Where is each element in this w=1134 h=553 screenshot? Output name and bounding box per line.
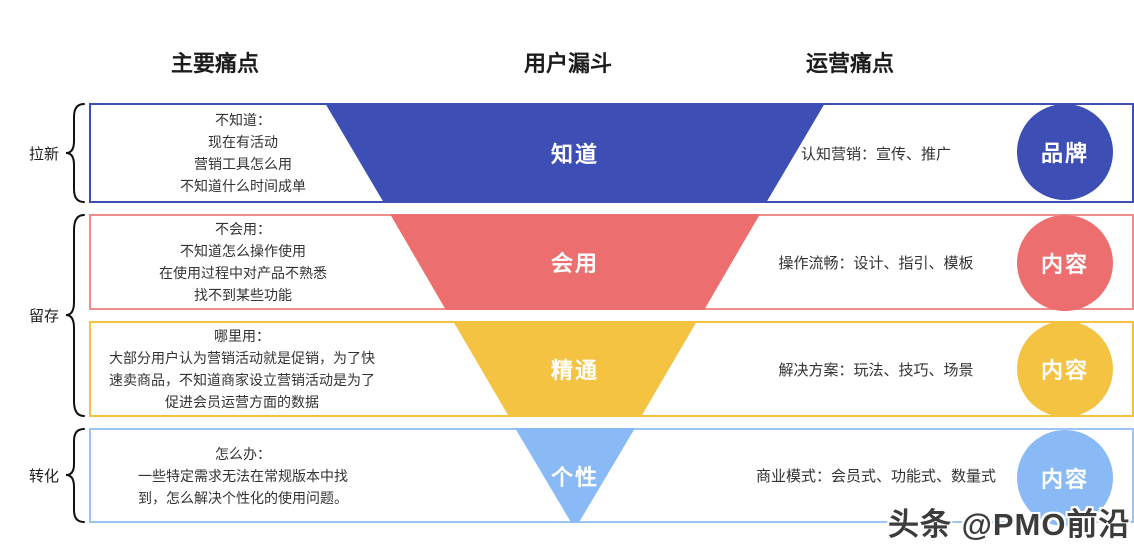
column-header-main-painpoints: 主要痛点 <box>170 51 260 76</box>
watermark: 头条 @PMO前沿 <box>888 507 1131 542</box>
pain-line: 现在有活动 <box>208 134 278 150</box>
pain-line: 找不到某些功能 <box>194 287 292 303</box>
ops-text-master: 解决方案：玩法、技巧、场景 <box>778 361 974 379</box>
column-header-user-funnel: 用户漏斗 <box>523 51 613 76</box>
pain-line: 哪里用： <box>214 328 270 344</box>
pain-line: 不知道什么时间成单 <box>180 178 306 194</box>
pain-line: 一些特定需求无法在常规版本中找 <box>138 467 348 484</box>
circle-label: 内容 <box>1040 252 1089 277</box>
pain-line: 在使用过程中对产品不熟悉 <box>159 265 327 281</box>
stage-circle-brand: 品牌 <box>1017 104 1113 200</box>
circle-label: 内容 <box>1040 358 1089 383</box>
pain-text-personal: 怎么办： 一些特定需求无法在常规版本中找 到，怎么解决个性化的使用问题。 <box>97 428 389 523</box>
group-label-conversion: 转化 <box>28 468 59 485</box>
pain-line: 怎么办： <box>215 445 271 462</box>
pain-text-know: 不知道： 现在有活动 营销工具怎么用 不知道什么时间成单 <box>97 103 389 203</box>
brace-icon <box>65 428 85 523</box>
pain-line: 不知道： <box>215 112 271 128</box>
brace-icon <box>65 214 85 417</box>
pain-text-canuse: 不会用： 不知道怎么操作使用 在使用过程中对产品不熟悉 找不到某些功能 <box>97 214 389 310</box>
pain-line: 不会用： <box>215 221 271 237</box>
stage-circle-content-1: 内容 <box>1017 215 1113 311</box>
pain-text-master: 哪里用： 大部分用户认为营销活动就是促销，为了快 速卖商品，不知道商家设立营销活… <box>92 321 392 417</box>
funnel-segment-know: 知道 <box>325 103 825 203</box>
pain-line: 大部分用户认为营销活动就是促销，为了快 <box>109 350 375 366</box>
funnel-stage-label: 个性 <box>550 464 599 490</box>
stage-circle-content-3: 内容 <box>1017 430 1113 526</box>
funnel-stage-label: 精通 <box>550 358 599 383</box>
ops-text-canuse: 操作流畅：设计、指引、模板 <box>778 254 974 272</box>
funnel-segment-canuse: 会用 <box>390 214 760 310</box>
funnel-stage-label: 会用 <box>550 251 599 276</box>
ops-text-know: 认知营销：宣传、推广 <box>800 145 951 163</box>
circle-label: 内容 <box>1040 467 1089 492</box>
pain-line: 到，怎么解决个性化的使用问题。 <box>138 489 348 506</box>
funnel-stage-label: 知道 <box>550 142 599 167</box>
group-label-acquisition: 拉新 <box>28 145 59 163</box>
brace-icon <box>65 103 85 203</box>
group-label-retention: 留存 <box>28 308 59 325</box>
stage-circle-content-2: 内容 <box>1017 321 1113 417</box>
pain-line: 不知道怎么操作使用 <box>180 243 306 259</box>
ops-text-personal: 商业模式：会员式、功能式、数量式 <box>755 468 996 485</box>
pain-line: 营销工具怎么用 <box>194 156 292 172</box>
pain-line: 速卖商品，不知道商家设立营销活动是为了 <box>109 372 375 388</box>
column-header-ops-painpoints: 运营痛点 <box>805 51 895 76</box>
pain-line: 促进会员运营方面的数据 <box>165 394 319 410</box>
circle-label: 品牌 <box>1040 141 1089 166</box>
